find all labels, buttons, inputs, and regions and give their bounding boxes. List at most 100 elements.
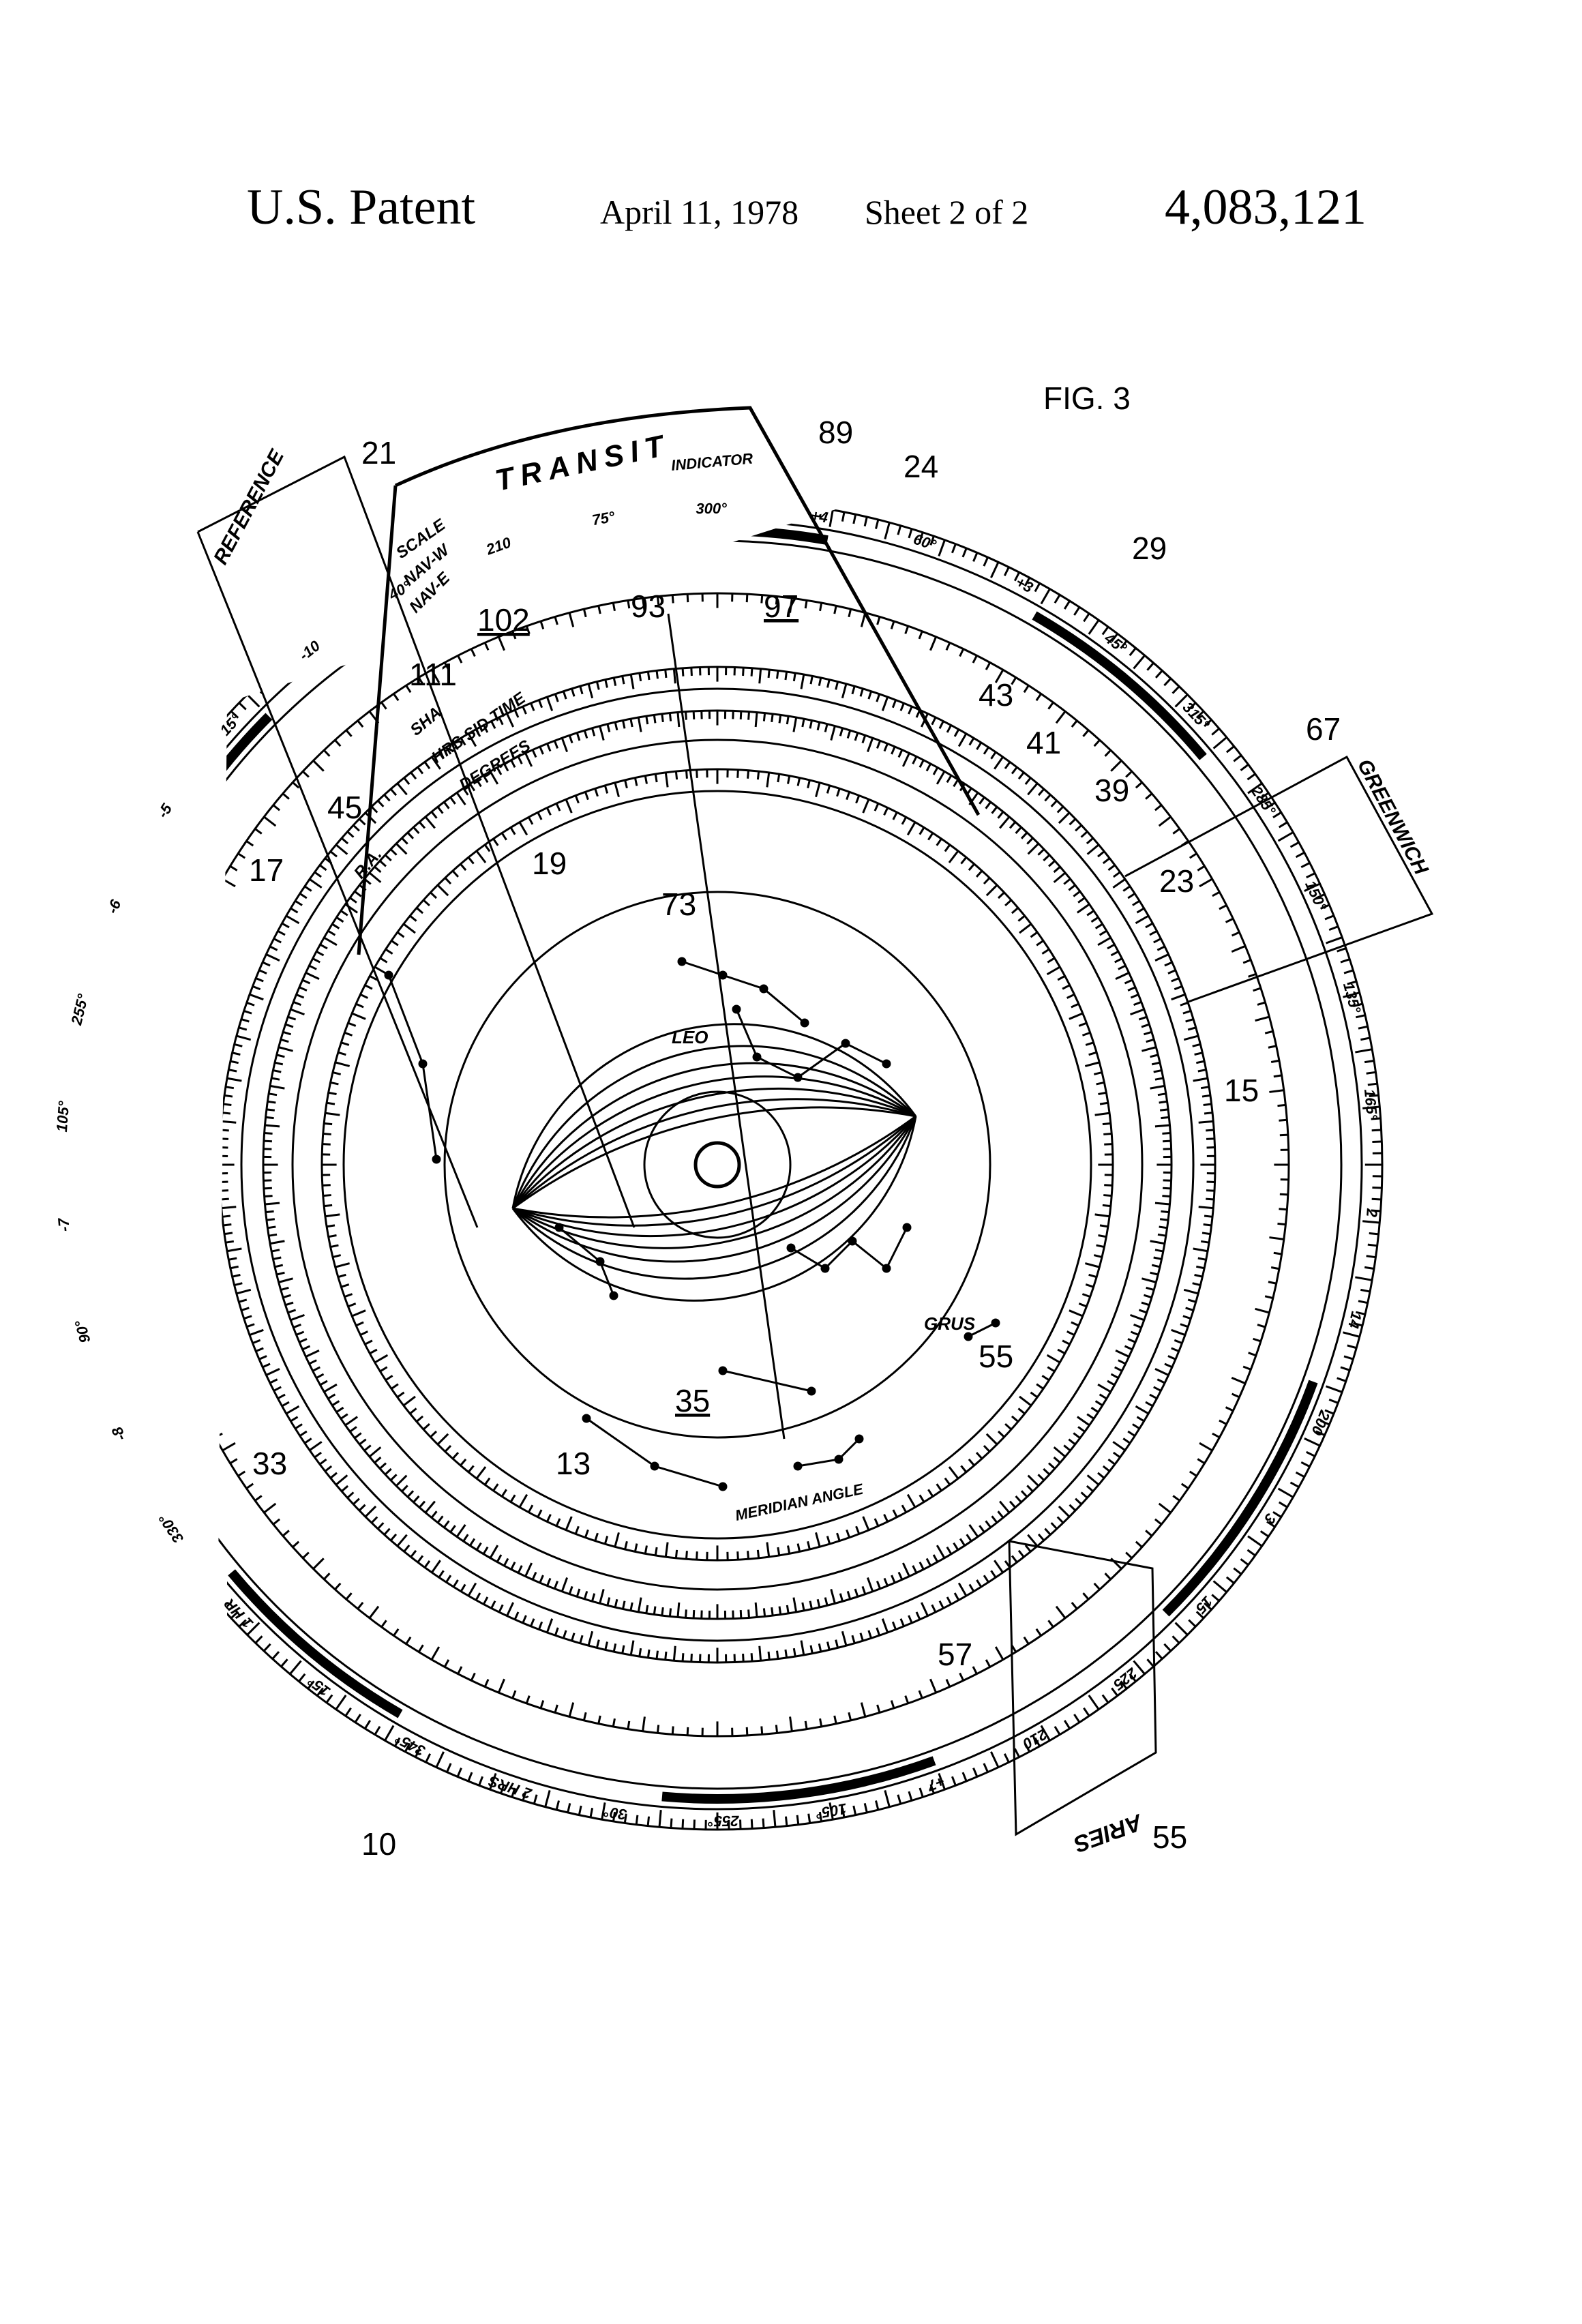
- tick: [93, 1386, 109, 1392]
- tick: [1171, 1635, 1180, 1644]
- tick: [936, 1483, 942, 1491]
- greenwich-bar[interactable]: [1124, 755, 1434, 1004]
- tick: [778, 715, 782, 724]
- tick: [518, 821, 528, 836]
- tick: [1340, 958, 1350, 964]
- tick: [1046, 966, 1061, 976]
- tick: [1135, 914, 1149, 925]
- tick: [614, 1598, 618, 1608]
- tick: [1343, 969, 1354, 974]
- tick: [1099, 1101, 1109, 1105]
- tick: [862, 799, 870, 814]
- tick: [1084, 1061, 1100, 1067]
- tick: [319, 943, 328, 950]
- star-dot: [595, 1257, 605, 1266]
- tick: [1315, 893, 1326, 899]
- tick: [1034, 582, 1041, 593]
- aries-bar[interactable]: [1008, 1540, 1157, 1836]
- tick: [417, 1555, 424, 1563]
- tick: [997, 1430, 1005, 1438]
- tick: [1135, 1540, 1143, 1548]
- tick: [220, 1129, 229, 1132]
- tick: [686, 1727, 689, 1735]
- tick: [331, 1400, 340, 1407]
- tick: [908, 528, 913, 539]
- tick: [443, 661, 450, 670]
- tick: [846, 1529, 851, 1538]
- tick: [966, 1534, 972, 1542]
- tick: [1225, 1576, 1235, 1584]
- tick: [946, 724, 953, 733]
- tick: [591, 1593, 596, 1602]
- tick: [819, 602, 823, 612]
- tick: [1149, 929, 1158, 936]
- tick: [368, 1605, 380, 1619]
- tick: [1077, 897, 1086, 904]
- tick: [1078, 1022, 1088, 1027]
- tick: [443, 801, 450, 809]
- tick: [147, 1194, 155, 1195]
- transit-indicator[interactable]: [357, 406, 981, 955]
- tick: [1154, 1077, 1164, 1081]
- tick: [323, 1194, 331, 1197]
- tick: [190, 946, 203, 951]
- numeral-41: 41: [1026, 725, 1061, 760]
- tick: [614, 1532, 620, 1547]
- tick: [1366, 1255, 1376, 1259]
- tick: [531, 749, 537, 758]
- tick: [449, 796, 456, 805]
- tick: [1264, 1295, 1274, 1300]
- tick: [539, 746, 544, 755]
- tick: [136, 1483, 144, 1487]
- tick: [266, 1108, 275, 1112]
- tick: [904, 625, 910, 634]
- tick: [983, 556, 989, 567]
- tick: [1086, 844, 1100, 855]
- tick: [475, 850, 487, 863]
- tick: [273, 1256, 282, 1260]
- scale-mark: -5: [154, 800, 176, 821]
- tick: [985, 1520, 992, 1528]
- tick: [747, 1551, 750, 1560]
- tick: [282, 792, 290, 800]
- tick: [1050, 1522, 1058, 1530]
- tick: [1098, 1091, 1107, 1095]
- tick: [912, 756, 918, 764]
- tick: [855, 794, 861, 804]
- scale-mark: 60°: [911, 531, 938, 554]
- tick: [290, 907, 299, 914]
- tick: [501, 832, 507, 841]
- tick: [1011, 1415, 1019, 1422]
- tick: [221, 1120, 237, 1124]
- tick: [344, 1416, 358, 1427]
- tick: [789, 1716, 793, 1732]
- tick: [273, 1069, 282, 1073]
- tick: [1107, 1380, 1116, 1386]
- tick: [460, 1458, 467, 1467]
- scale-mark: 345°: [393, 1730, 428, 1759]
- tick: [241, 1018, 250, 1023]
- tick: [309, 878, 323, 889]
- tick: [452, 742, 459, 750]
- tick: [1071, 1321, 1079, 1327]
- center-pivot[interactable]: [693, 1141, 741, 1189]
- tick: [238, 1298, 248, 1303]
- tick: [1096, 1081, 1105, 1086]
- tick: [345, 1592, 353, 1600]
- constellation-line: [586, 1417, 723, 1488]
- tick: [475, 1542, 482, 1551]
- tick: [322, 1143, 331, 1146]
- tick: [612, 1643, 617, 1652]
- tick: [884, 1790, 891, 1808]
- tick: [1272, 811, 1282, 819]
- tick: [1356, 1014, 1366, 1019]
- tick: [897, 525, 902, 535]
- tick: [579, 685, 584, 695]
- tick: [483, 642, 490, 651]
- tick: [1255, 1307, 1270, 1314]
- tick: [1154, 953, 1169, 962]
- tick: [307, 1680, 315, 1690]
- tick: [796, 777, 801, 786]
- reference-bar[interactable]: [196, 455, 636, 1228]
- tick: [846, 1590, 852, 1600]
